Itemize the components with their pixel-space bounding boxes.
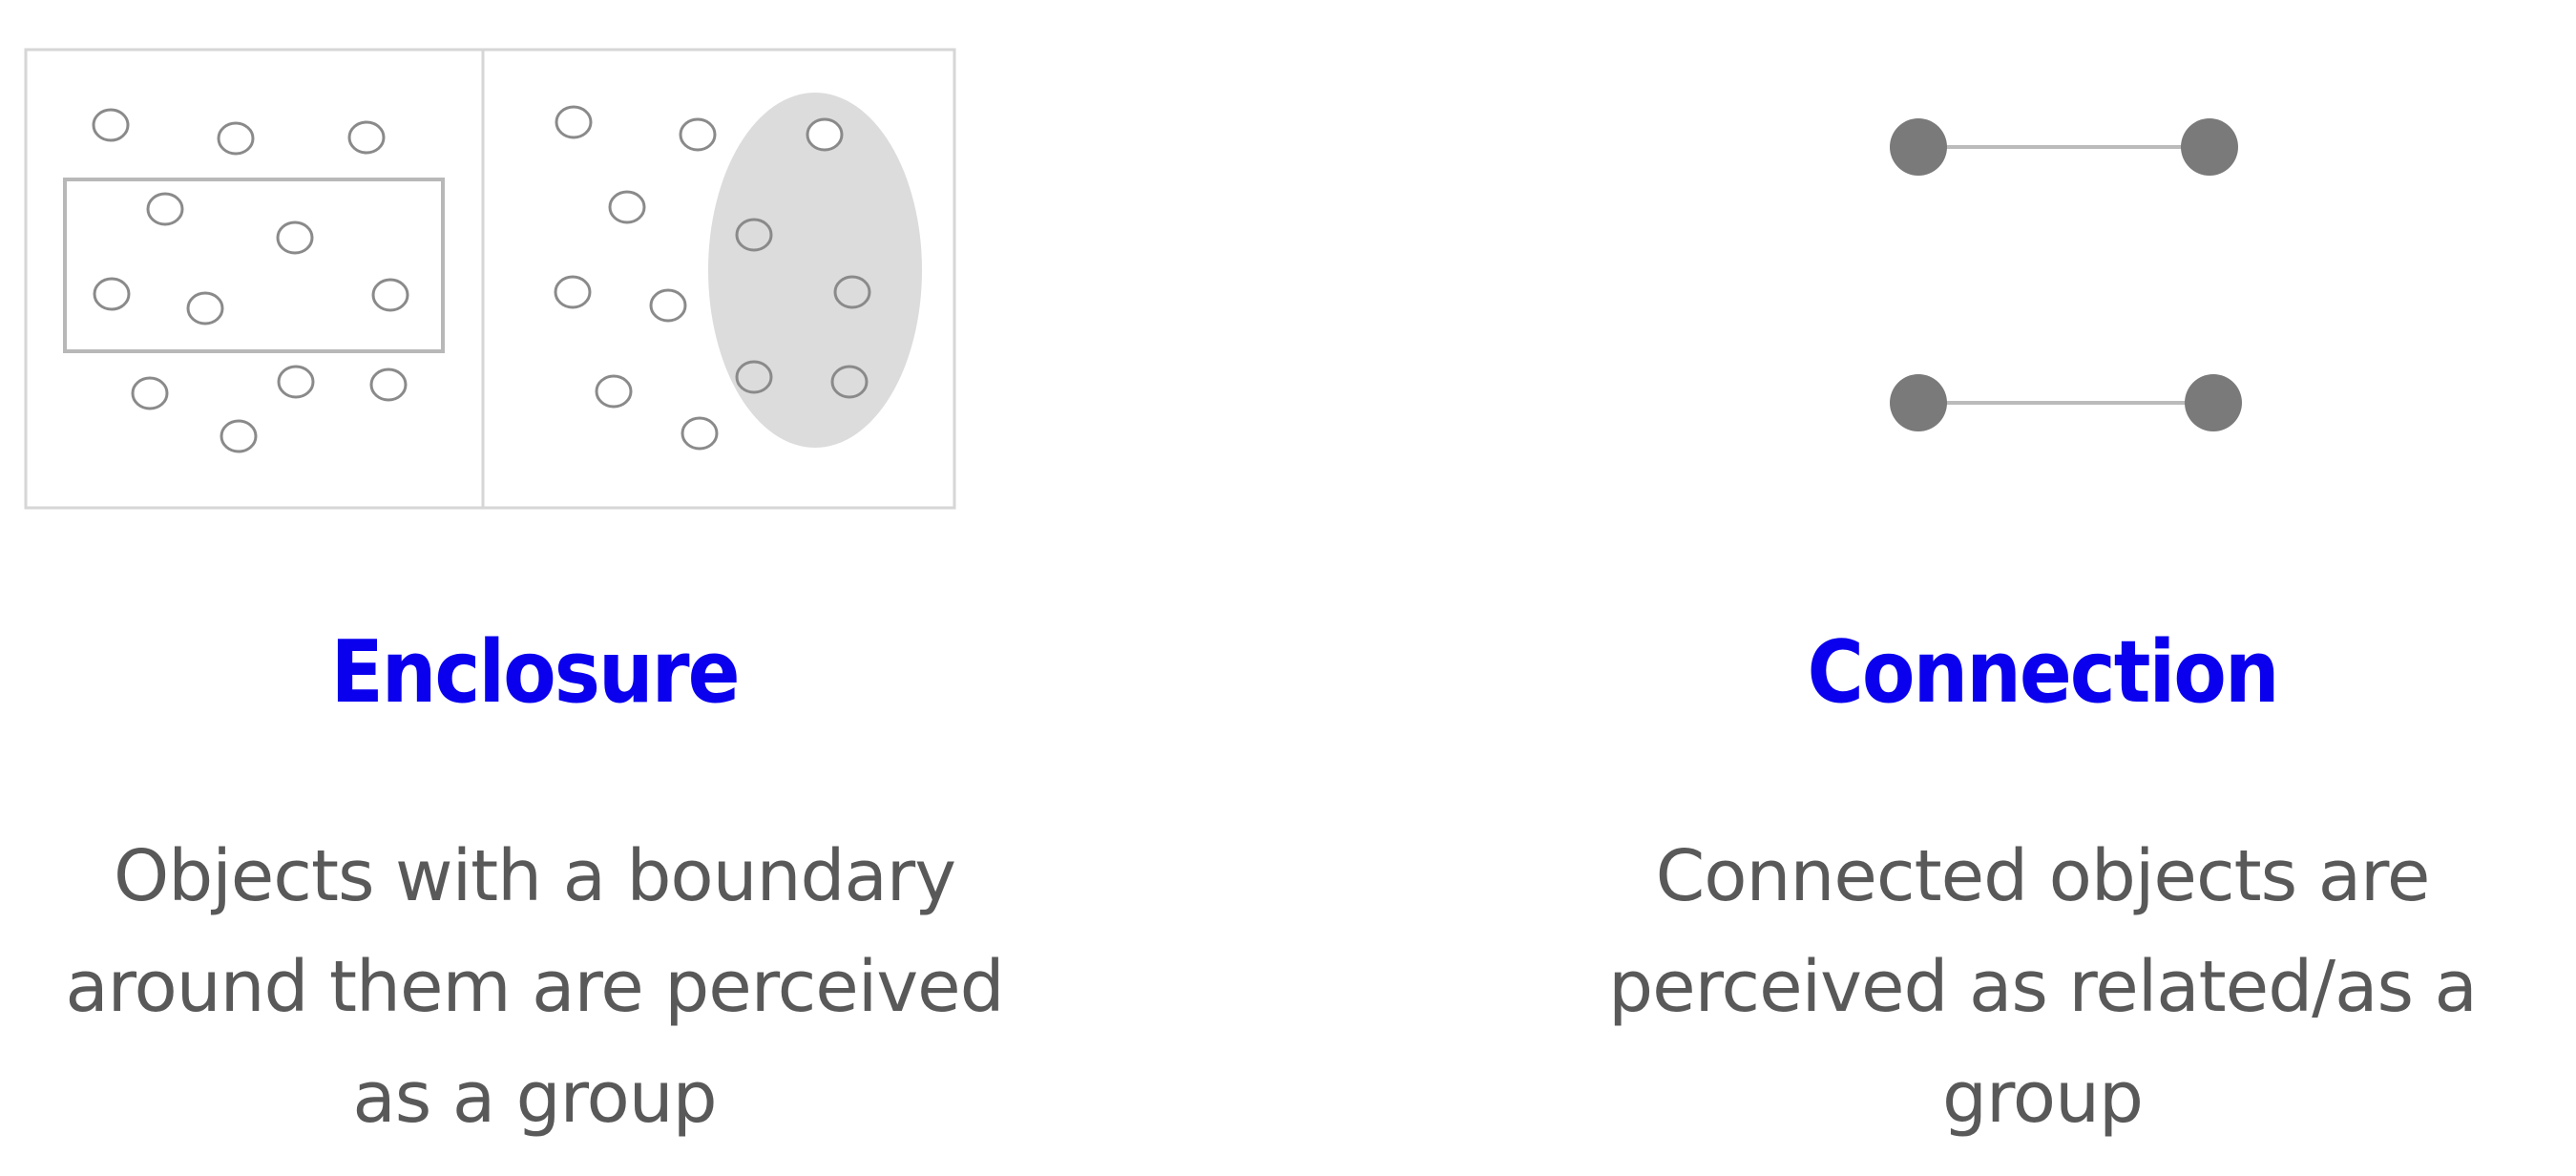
dot bbox=[833, 275, 871, 309]
dot bbox=[92, 108, 130, 142]
dot bbox=[679, 117, 717, 152]
dot bbox=[830, 365, 869, 399]
connected-dot bbox=[1890, 118, 1947, 176]
dot bbox=[146, 192, 184, 226]
dot bbox=[277, 365, 315, 399]
dot bbox=[555, 105, 593, 139]
dot bbox=[220, 419, 258, 453]
dot bbox=[186, 291, 224, 326]
dot bbox=[554, 275, 592, 309]
enclosure-oval bbox=[708, 93, 922, 448]
enclosure-card: Enclosure Objects with a boundary around… bbox=[0, 0, 1107, 1176]
dot bbox=[735, 218, 773, 252]
left-panel-dots bbox=[92, 108, 409, 453]
right-panel-dots bbox=[554, 105, 871, 451]
connection-description: Connected objects are perceived as relat… bbox=[1608, 835, 2478, 1139]
connected-pair-bottom bbox=[1890, 374, 2242, 431]
dot bbox=[681, 416, 719, 451]
enclosure-illustration bbox=[24, 48, 956, 510]
dot bbox=[806, 117, 844, 152]
connection-card: Connection Connected objects are perceiv… bbox=[1470, 0, 2576, 1176]
dot bbox=[649, 288, 687, 323]
connection-illustration bbox=[1890, 118, 2242, 431]
dot bbox=[93, 277, 131, 311]
dot bbox=[217, 121, 255, 156]
dot bbox=[371, 278, 409, 312]
enclosure-description: Objects with a boundary around them are … bbox=[65, 835, 1004, 1139]
dot bbox=[595, 374, 633, 409]
dot bbox=[131, 376, 169, 410]
connection-title: Connection bbox=[1807, 622, 2279, 723]
dot bbox=[276, 220, 314, 255]
dot bbox=[369, 368, 408, 402]
connected-dot bbox=[1890, 374, 1947, 431]
connected-pair-top bbox=[1890, 118, 2238, 176]
connected-dot bbox=[2181, 118, 2238, 176]
enclosure-title: Enclosure bbox=[330, 622, 740, 723]
dot bbox=[608, 190, 646, 224]
dot bbox=[735, 360, 773, 394]
connected-dot bbox=[2185, 374, 2242, 431]
enclosure-rectangle bbox=[63, 178, 445, 353]
dot bbox=[347, 120, 386, 155]
